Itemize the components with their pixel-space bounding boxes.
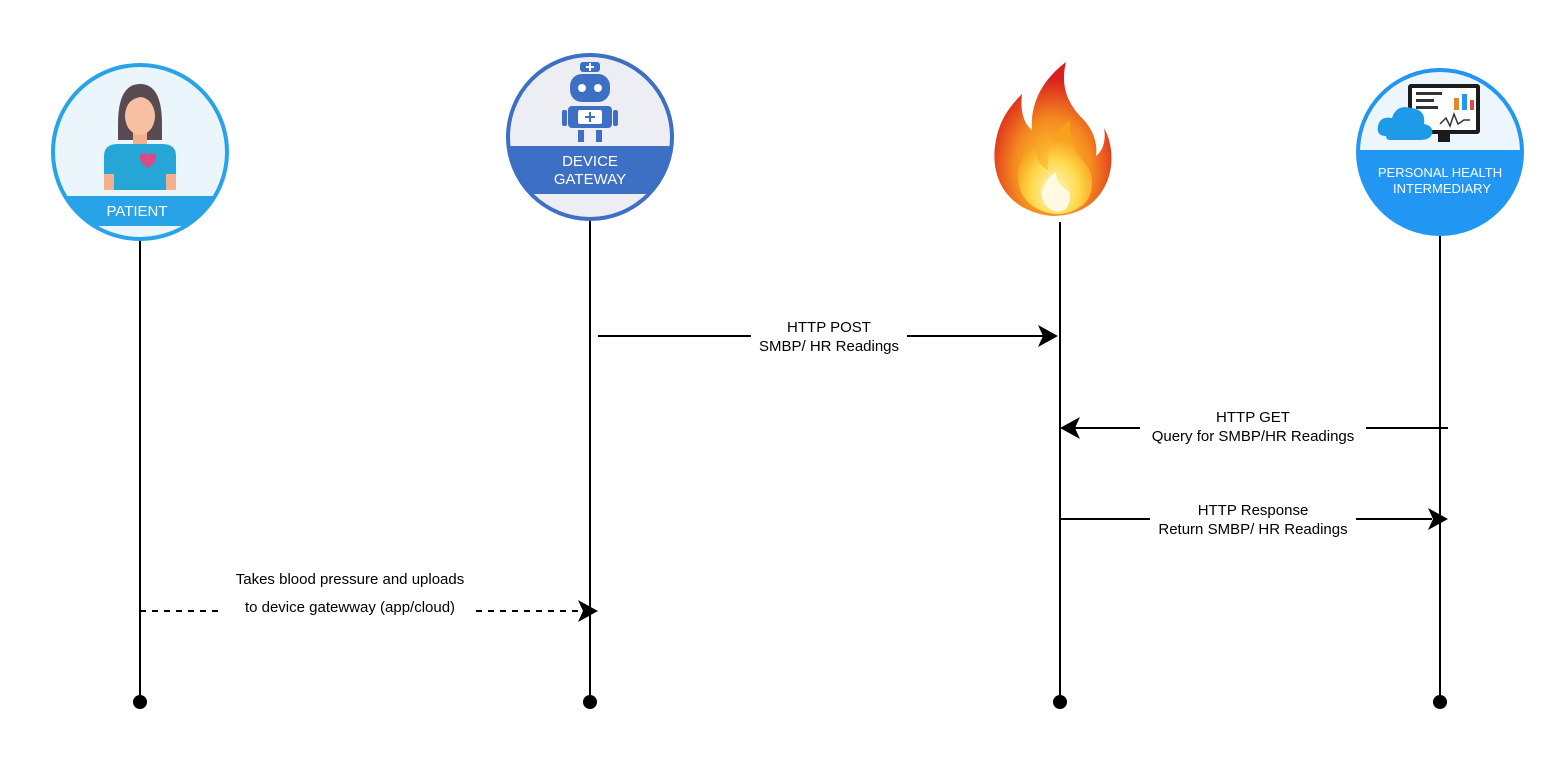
message-http-response-line2: Return SMBP/ HR Readings [1158,521,1348,538]
message-http-get-line2: Query for SMBP/HR Readings [1151,428,1355,445]
lifeline-patient [133,240,147,709]
message-http-post-line2: SMBP/ HR Readings [758,338,900,355]
actor-personal-health-intermediary: PERSONAL HEALTH INTERMEDIARY [1356,68,1524,236]
message-http-post-label: HTTP POST SMBP/ HR Readings [751,318,907,356]
patient-icon [104,84,176,190]
message-upload-label: Takes blood pressure and uploads to devi… [224,566,476,622]
lifeline-device-gateway [583,220,597,709]
cloud-icon [1377,107,1433,140]
message-http-response-label: HTTP Response Return SMBP/ HR Readings [1150,501,1356,539]
patient-label: PATIENT [106,203,167,220]
actor-patient: PATIENT [51,63,229,241]
intermediary-label-line2: INTERMEDIARY [1393,181,1491,196]
actor-device-gateway: DEVICE GATEWAY [506,53,674,221]
message-http-response-line1: HTTP Response [1197,502,1309,519]
message-upload-line2: to device gatewway (app/cloud) [244,599,456,616]
lifeline-server [1053,222,1067,709]
message-upload-line1: Takes blood pressure and uploads [235,571,465,588]
message-http-get-label: HTTP GET Query for SMBP/HR Readings [1140,408,1366,446]
gateway-band [508,146,672,194]
message-http-post-line1: HTTP POST [787,319,871,336]
message-http-get-line1: HTTP GET [1216,409,1290,426]
intermediary-label-line1: PERSONAL HEALTH [1378,165,1502,180]
fire-icon [994,62,1112,216]
lifeline-personal-health-intermediary [1433,236,1447,709]
gateway-label-line1: DEVICE [562,153,618,170]
gateway-label-line2: GATEWAY [554,171,626,188]
robot-icon [562,62,618,142]
